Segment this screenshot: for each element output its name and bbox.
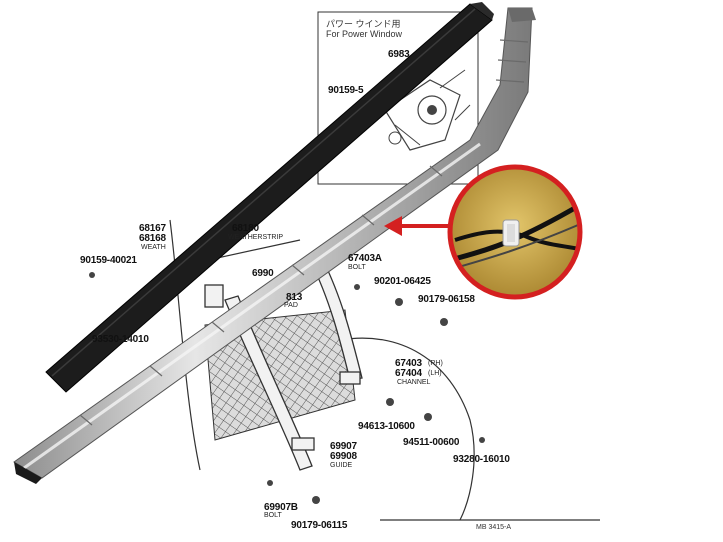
rh-label: (RH)	[428, 360, 443, 367]
pad-label: PAD	[284, 302, 298, 309]
rubber-weatherstrip	[45, 2, 494, 393]
inset-title-english: For Power Window	[326, 29, 403, 39]
lh-label: (LH)	[428, 370, 442, 377]
inset-title-japanese: パワー ウインド用	[326, 19, 401, 29]
part-number-67404: 67404	[395, 368, 422, 379]
power-window-inset	[317, 11, 479, 185]
bolt-label: BOLT	[348, 264, 366, 271]
part-number-90201-06425: 90201-06425	[374, 276, 431, 287]
bolt-icons	[89, 272, 485, 504]
guide-label: GUIDE	[330, 462, 353, 469]
detail-photo-circle	[447, 164, 583, 300]
part-number-67403: 67403	[395, 358, 422, 369]
part-number-93530-14010: 93530-14010	[92, 334, 149, 345]
part-number-69907: 69907	[330, 441, 357, 452]
part-number-67403a: 67403A	[348, 253, 382, 264]
part-number-94511-00600: 94511-00600	[403, 437, 460, 448]
part-number-813: 813	[286, 292, 303, 303]
part-number-90179-06115: 90179-06115	[291, 520, 348, 531]
part-number-68168: 68168	[139, 233, 166, 244]
part-number-69908: 69908	[330, 451, 357, 462]
figure-code: MB 3415-A	[476, 524, 512, 531]
channel-label: CHANNEL	[397, 379, 431, 386]
pointer-arrow	[384, 216, 452, 236]
inset-part-number-a: 6983	[388, 49, 410, 60]
part-number-6990: 6990	[252, 268, 274, 279]
part-number-90159-40021: 90159-40021	[80, 255, 137, 266]
chrome-moulding-strip	[13, 7, 536, 484]
inset-part-number-b: 90159-5	[328, 85, 364, 96]
part-number-68167: 68167	[139, 223, 166, 234]
part-number-69907b: 69907B	[264, 502, 298, 513]
channel-guide-art	[204, 257, 363, 471]
part-number-90179-06158: 90179-06158	[418, 294, 475, 305]
weatherstrip-label-short: WEATH	[141, 244, 166, 251]
part-number-93280-16010: 93280-16010	[453, 454, 510, 465]
bolt-label-bottom: BOLT	[264, 512, 282, 519]
pad-mesh	[204, 309, 356, 441]
part-number-94613-10600: 94613-10600	[358, 421, 415, 432]
weatherstrip-label: WEATHERSTRIP	[228, 234, 284, 241]
part-number-68180: 68180	[232, 223, 259, 234]
